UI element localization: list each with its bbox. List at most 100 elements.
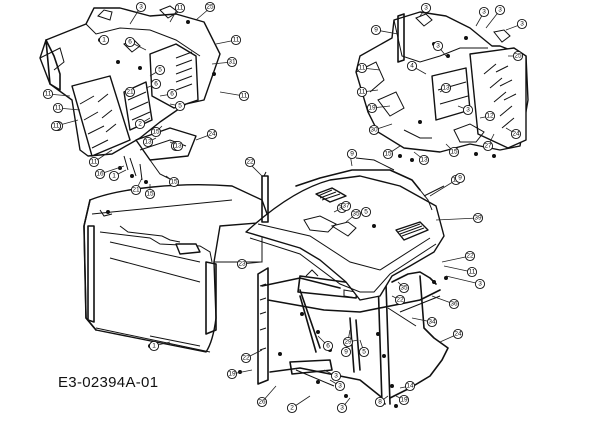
callout: 4 [406, 60, 418, 72]
svg-text:25: 25 [514, 53, 522, 60]
svg-text:9: 9 [374, 27, 378, 34]
callout: 19 [226, 368, 238, 380]
callout: 3 [420, 2, 432, 14]
callout: 39 [472, 212, 484, 224]
callout: 19 [398, 394, 410, 406]
svg-text:21: 21 [132, 187, 140, 194]
svg-text:3: 3 [139, 4, 143, 11]
svg-text:5: 5 [158, 67, 162, 74]
svg-text:11: 11 [359, 89, 366, 96]
callout: 11 [356, 62, 368, 74]
svg-text:8: 8 [378, 399, 382, 406]
callout: 26 [256, 396, 268, 408]
svg-text:36: 36 [450, 301, 458, 308]
svg-text:9: 9 [458, 175, 462, 182]
callout: 22 [394, 294, 406, 306]
callout: 3 [494, 4, 506, 16]
callout: 27 [482, 140, 494, 152]
callout: 11 [42, 88, 54, 100]
callout: 6 [124, 36, 136, 48]
svg-text:37: 37 [342, 203, 350, 210]
svg-text:6: 6 [170, 91, 174, 98]
callout: 21 [124, 86, 136, 98]
callout: 11 [174, 2, 186, 14]
svg-text:4: 4 [410, 63, 414, 70]
callout: 19 [366, 102, 378, 114]
svg-text:3: 3 [478, 281, 482, 288]
svg-text:11: 11 [55, 105, 62, 112]
callout: 13 [172, 140, 184, 152]
svg-text:13: 13 [442, 85, 450, 92]
svg-text:1: 1 [112, 173, 116, 180]
callout: 24 [452, 328, 464, 340]
callout: 11 [52, 102, 64, 114]
callout: 3 [478, 6, 490, 18]
callout: 3 [330, 370, 342, 382]
svg-text:26: 26 [258, 399, 266, 406]
callout: 2 [286, 402, 298, 414]
svg-text:29: 29 [344, 339, 352, 346]
svg-text:3: 3 [436, 43, 440, 50]
svg-text:6: 6 [154, 81, 158, 88]
callout: 15 [448, 146, 460, 158]
svg-text:22: 22 [246, 159, 254, 166]
callout: 3 [474, 278, 486, 290]
svg-text:35: 35 [352, 211, 360, 218]
svg-text:27: 27 [484, 143, 492, 150]
svg-text:11: 11 [233, 37, 240, 44]
svg-text:22: 22 [466, 253, 474, 260]
svg-text:24: 24 [208, 131, 216, 138]
svg-text:9: 9 [350, 151, 354, 158]
callout: 11 [88, 156, 100, 168]
callout: 12 [484, 110, 496, 122]
bagger-frame [238, 267, 449, 408]
svg-text:11: 11 [359, 65, 366, 72]
callout: 3 [432, 40, 444, 52]
svg-text:11: 11 [91, 159, 98, 166]
callout: 24 [206, 128, 218, 140]
svg-text:3: 3 [520, 21, 524, 28]
diagram-code: E3-02394A-01 [58, 374, 159, 391]
svg-text:14: 14 [406, 383, 414, 390]
callout: 15 [168, 176, 180, 188]
callout: 23 [236, 258, 248, 270]
svg-text:15: 15 [152, 129, 160, 136]
callout: 11 [230, 34, 242, 46]
callout: 11 [466, 266, 478, 278]
callout: 9 [340, 346, 352, 358]
callout: 22 [240, 352, 252, 364]
svg-text:2: 2 [138, 121, 142, 128]
svg-text:35: 35 [400, 285, 408, 292]
svg-text:31: 31 [228, 59, 236, 66]
svg-text:24: 24 [512, 131, 520, 138]
svg-text:3: 3 [498, 7, 502, 14]
svg-text:5: 5 [364, 209, 368, 216]
svg-text:1: 1 [102, 37, 106, 44]
callout: 3 [334, 380, 346, 392]
svg-text:19: 19 [400, 397, 408, 404]
svg-text:3: 3 [338, 383, 342, 390]
svg-text:3: 3 [334, 373, 338, 380]
svg-text:15: 15 [450, 149, 458, 156]
callout: 3 [516, 18, 528, 30]
svg-text:11: 11 [469, 269, 476, 276]
callout: 30 [368, 124, 380, 136]
callout: 3 [462, 104, 474, 116]
callout: 35 [350, 208, 362, 220]
callout: 36 [448, 298, 460, 310]
svg-text:24: 24 [454, 331, 462, 338]
callouts: 3 25 11 1 11 22 31 11 6 9 12 39 35 13 36… [42, 1, 528, 414]
callout: 1 [98, 34, 110, 46]
callout: 11 [238, 90, 250, 102]
svg-text:11: 11 [177, 5, 184, 12]
svg-text:3: 3 [424, 5, 428, 12]
callout: 9 [454, 172, 466, 184]
callout: 15 [150, 126, 162, 138]
svg-text:5: 5 [178, 103, 182, 110]
callout: 11 [50, 120, 62, 132]
callout: 13 [418, 154, 430, 166]
svg-text:23: 23 [238, 261, 246, 268]
callout: 25 [204, 1, 216, 13]
